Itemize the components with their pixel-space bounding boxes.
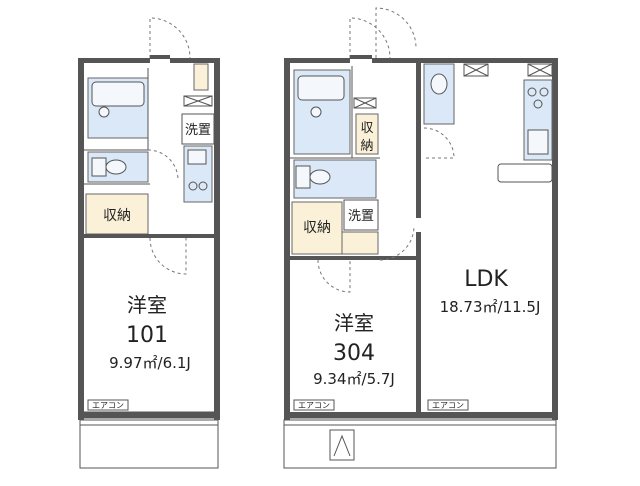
- wall: [78, 412, 220, 418]
- balcony-304: [283, 419, 557, 469]
- entrance-door-304: [349, 17, 391, 59]
- counter-island-304: [497, 163, 553, 183]
- room-area-304: 9.34㎡/5.7J: [313, 370, 395, 388]
- wall: [78, 58, 150, 63]
- wall: [78, 58, 84, 420]
- room-label-101: 洋室: [127, 293, 167, 317]
- ac-label-101: エアコン: [92, 401, 124, 410]
- room-area-101: 9.97㎡/6.1J: [109, 354, 191, 372]
- storage-small-304: [355, 113, 379, 155]
- air-conditioner-304-room: [293, 399, 335, 411]
- room-number-101: 101: [126, 323, 168, 348]
- air-conditioner-304-ldk: [427, 399, 469, 411]
- balcony-101: [79, 419, 219, 469]
- ac-label-304-room: エアコン: [298, 401, 330, 410]
- ldk-area-304: 18.73㎡/11.5J: [440, 298, 541, 316]
- room-label-304: 洋室: [334, 311, 374, 335]
- storage-label-101: 収納: [103, 208, 131, 224]
- unit-101-plan: 洗置 収納 洋室 101 9.97㎡/6.1J エアコン: [78, 17, 220, 469]
- air-conditioner-101: [87, 399, 129, 411]
- room-number-304: 304: [333, 341, 375, 366]
- entrance-door-101: [149, 17, 191, 59]
- storage-304: [291, 201, 343, 255]
- wall: [170, 58, 220, 63]
- ldk-label-304: LDK: [464, 267, 508, 292]
- storage-101: [85, 193, 149, 235]
- ac-label-304-ldk: エアコン: [432, 401, 464, 410]
- storage-small-label-304-a: 収: [360, 121, 373, 136]
- laundry-box-304: [343, 199, 379, 231]
- storage-label-304: 収納: [303, 220, 331, 236]
- laundry-label-101: 洗置: [185, 123, 211, 138]
- storage-small-label-304: 収納: [0, 0, 2, 1]
- laundry-label-304: 洗置: [348, 209, 374, 224]
- outdoor-unit-304: [329, 429, 355, 461]
- unit-304-plan: 収 納 収納 洗置 収納 洋室 304 9.34㎡/5.7J: [0, 0, 558, 469]
- laundry-box-101: [181, 113, 215, 145]
- wall: [214, 58, 220, 420]
- storage-small-label-304-b: 納: [360, 139, 373, 154]
